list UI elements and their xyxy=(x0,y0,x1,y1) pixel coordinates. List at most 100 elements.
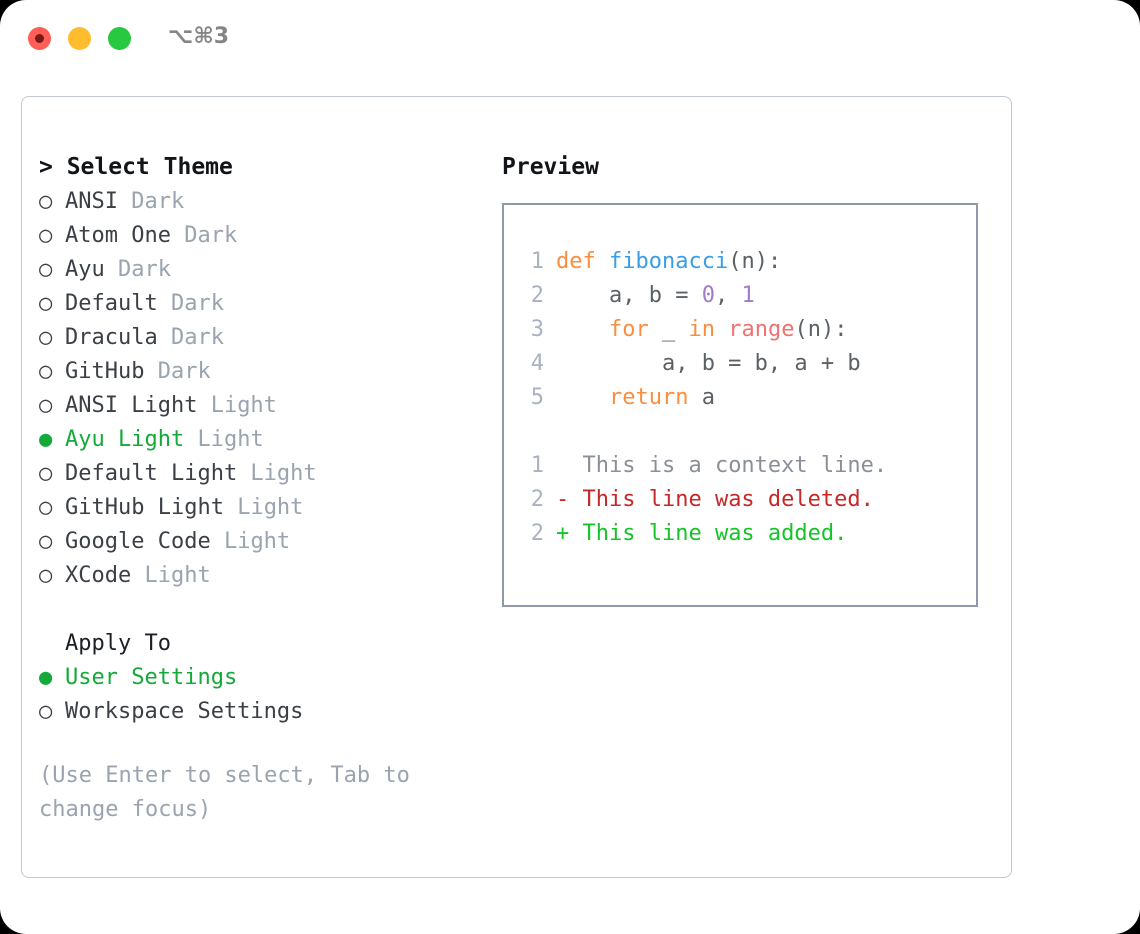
diff-text: This line was added. xyxy=(569,521,848,546)
theme-option-atom-one[interactable]: ○ Atom One Dark xyxy=(39,219,479,253)
keyboard-shortcut-label: ⌥⌘3 xyxy=(168,24,230,49)
theme-option-default-light[interactable]: ○Default Light Light xyxy=(39,457,479,491)
code-token: 0 xyxy=(701,283,715,308)
diff-line: 2 + This line was added. xyxy=(522,517,976,551)
theme-variant-label: Light xyxy=(223,495,304,520)
code-token xyxy=(556,317,609,342)
preview-heading: Preview xyxy=(502,154,599,180)
code-line: 2 a, b = 0, 1 xyxy=(522,279,976,313)
radio-selected-icon: ● xyxy=(39,665,53,690)
radio-selected-icon: ● xyxy=(39,427,53,452)
theme-option-ansi-light[interactable]: ○ANSI Light Light xyxy=(39,389,479,423)
theme-variant-label: Dark xyxy=(157,325,224,350)
code-token: fibonacci xyxy=(608,249,729,274)
preview-spacer xyxy=(522,415,976,449)
radio-unselected-icon: ○ xyxy=(39,699,53,724)
diff-line-number: 2 xyxy=(530,521,544,546)
code-token: range xyxy=(728,317,795,342)
theme-option-label: Ayu xyxy=(65,257,105,282)
line-number: 3 xyxy=(530,317,544,342)
zoom-button[interactable] xyxy=(108,27,131,50)
radio-unselected-icon: ○ xyxy=(39,291,53,316)
code-token: a, b = xyxy=(556,283,702,308)
theme-option-label: Default Light xyxy=(65,461,238,486)
code-line: 5 return a xyxy=(522,381,976,415)
theme-option-label: XCode xyxy=(65,563,132,588)
diff-line: 2- This line was deleted. xyxy=(522,483,976,517)
line-number: 4 xyxy=(530,351,544,376)
theme-option-github-light[interactable]: ○ GitHub Light Light xyxy=(39,491,479,525)
code-token: 1 xyxy=(741,283,755,308)
window-titlebar: ⌥⌘3 xyxy=(0,0,1140,78)
minimize-button[interactable] xyxy=(68,27,91,50)
radio-unselected-icon: ○ xyxy=(39,189,53,214)
theme-option-github[interactable]: ○GitHub Dark xyxy=(39,355,479,389)
code-token: def xyxy=(556,249,609,274)
keyboard-hint-text: (Use Enter to select, Tab to change focu… xyxy=(39,763,424,822)
code-line: 4 a, b = b, a + b xyxy=(522,347,976,381)
theme-list[interactable]: ○ANSI Dark○Atom One Dark○Ayu Dark○Defaul… xyxy=(39,185,479,593)
theme-option-ayu-light[interactable]: ● Ayu Light Light xyxy=(39,423,479,457)
code-token: return xyxy=(608,385,689,410)
theme-option-dracula[interactable]: ○ Dracula Dark xyxy=(39,321,479,355)
diff-marker: - xyxy=(556,487,570,512)
diff-line: 1 This is a context line. xyxy=(522,449,976,483)
theme-list-panel: > Select Theme ○ANSI Dark○Atom One Dark○… xyxy=(39,149,479,827)
theme-variant-label: Light xyxy=(210,529,291,554)
diff-text: This is a context line. xyxy=(569,453,888,478)
close-button[interactable] xyxy=(28,27,51,50)
diff-sample: 1 This is a context line.2- This line wa… xyxy=(522,449,976,551)
code-token xyxy=(556,385,609,410)
radio-unselected-icon: ○ xyxy=(39,325,53,350)
radio-unselected-icon: ○ xyxy=(39,461,53,486)
theme-option-xcode[interactable]: ○ XCode Light xyxy=(39,559,479,593)
radio-unselected-icon: ○ xyxy=(39,257,53,282)
apply-to-heading: Apply To xyxy=(65,631,171,656)
radio-unselected-icon: ○ xyxy=(39,529,53,554)
theme-variant-label: Dark xyxy=(157,291,224,316)
diff-marker: + xyxy=(556,521,570,546)
apply-to-list[interactable]: ● User Settings ○ Workspace Settings xyxy=(39,661,479,729)
apply-option-workspace-settings[interactable]: ○ Workspace Settings xyxy=(39,695,479,729)
theme-variant-label: Light xyxy=(131,563,211,588)
theme-option-label: Default xyxy=(65,291,158,316)
code-token: (n): xyxy=(794,317,848,342)
code-token: , xyxy=(714,283,742,308)
select-theme-heading: > Select Theme xyxy=(39,154,233,180)
theme-variant-label: Dark xyxy=(117,189,185,214)
code-token: for xyxy=(608,317,649,342)
diff-line-number: 2 xyxy=(530,487,544,512)
theme-option-ayu[interactable]: ○ Ayu Dark xyxy=(39,253,479,287)
radio-unselected-icon: ○ xyxy=(39,359,53,384)
theme-variant-label: Dark xyxy=(144,359,211,384)
apply-option-label: Workspace Settings xyxy=(65,699,304,724)
theme-option-label: Ayu Light xyxy=(65,427,185,452)
theme-option-ansi[interactable]: ○ANSI Dark xyxy=(39,185,479,219)
apply-option-user-settings[interactable]: ● User Settings xyxy=(39,661,479,695)
code-line: 3 for _ in range(n): xyxy=(522,313,976,347)
theme-variant-label: Light xyxy=(197,393,277,418)
radio-unselected-icon: ○ xyxy=(39,495,53,520)
theme-option-label: Atom One xyxy=(65,223,171,248)
code-token xyxy=(715,317,728,342)
theme-option-label: Dracula xyxy=(65,325,158,350)
code-token: in xyxy=(688,317,715,342)
code-token: (n): xyxy=(728,249,782,274)
theme-option-label: GitHub Light xyxy=(65,495,224,520)
radio-unselected-icon: ○ xyxy=(39,563,53,588)
radio-unselected-icon: ○ xyxy=(39,223,53,248)
code-token: a xyxy=(688,385,715,410)
theme-variant-label: Dark xyxy=(170,223,238,248)
theme-variant-label: Dark xyxy=(104,257,171,282)
apply-option-label: User Settings xyxy=(65,665,238,690)
theme-option-default[interactable]: ○ Default Dark xyxy=(39,287,479,321)
theme-option-google-code[interactable]: ○Google Code Light xyxy=(39,525,479,559)
diff-line-number: 1 xyxy=(530,453,544,478)
theme-variant-label: Light xyxy=(184,427,264,452)
code-token: a, b = b, a + b xyxy=(556,351,861,376)
